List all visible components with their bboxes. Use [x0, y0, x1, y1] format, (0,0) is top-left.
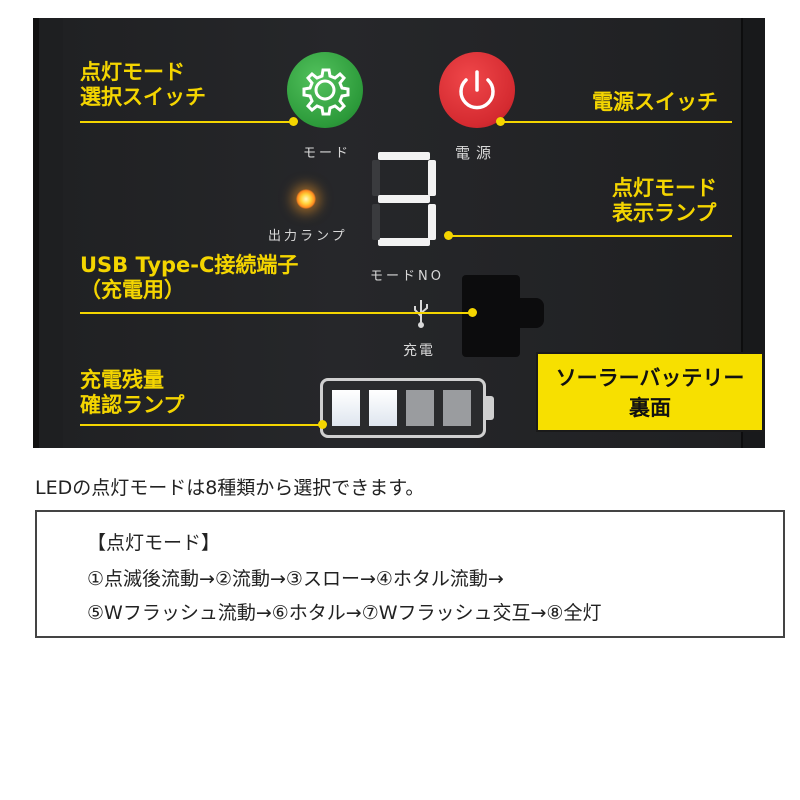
mode-display-label: 点灯モード表示ランプ: [612, 176, 717, 225]
segment-g: [378, 195, 430, 203]
segment-a: [378, 152, 430, 160]
power-switch-label: 電源スイッチ: [592, 90, 718, 114]
mode-display-leader: [448, 235, 732, 237]
panel-left-edge: [33, 18, 39, 448]
power-switch-leader-dot: [496, 117, 505, 126]
mode-select-button[interactable]: [287, 52, 363, 128]
charge-indicator-label: 充電残量確認ランプ: [80, 368, 185, 417]
mode-switch-leader-dot: [289, 117, 298, 126]
usb-port-label: USB Type-C接続端子（充電用）: [80, 253, 299, 302]
segment-c: [428, 204, 436, 240]
battery-cell-1: [332, 390, 360, 426]
lighting-modes-line-2: ⑤Wフラッシュ流動→⑥ホタル→⑦Wフラッシュ交互→⑧全灯: [87, 602, 602, 624]
solar-battery-back-callout: ソーラーバッテリー裏面: [536, 352, 764, 432]
battery-cell-2: [369, 390, 397, 426]
mode-no-print: モードNO: [370, 269, 444, 284]
battery-cell-3: [406, 390, 434, 426]
mode-number-display: [372, 152, 436, 246]
charge-level-indicator: [320, 378, 486, 438]
mode-switch-label: 点灯モード選択スイッチ: [80, 60, 206, 109]
battery-cell-4: [443, 390, 471, 426]
segment-b: [428, 160, 436, 196]
power-icon: [459, 70, 495, 110]
lighting-modes-box: 【点灯モード】 ①点滅後流動→②流動→③スロー→④ホタル流動→ ⑤Wフラッシュ流…: [35, 510, 785, 638]
power-switch-leader: [500, 121, 732, 123]
mode-print: モード: [303, 146, 352, 161]
caption-text: LEDの点灯モードは8種類から選択できます。: [35, 477, 425, 499]
lighting-modes-title: 【点灯モード】: [87, 532, 221, 554]
mode-display-leader-dot: [444, 231, 453, 240]
output-lamp-led: [296, 189, 316, 209]
battery-tip: [486, 396, 494, 420]
mode-switch-leader: [80, 121, 294, 123]
usb-port-leader-dot: [468, 308, 477, 317]
segment-f: [372, 160, 380, 196]
power-button[interactable]: [439, 52, 515, 128]
segment-e: [372, 204, 380, 240]
lighting-modes-line-1: ①点滅後流動→②流動→③スロー→④ホタル流動→: [87, 568, 504, 590]
usb-port-leader: [80, 312, 472, 314]
gear-icon: [302, 68, 350, 116]
charge-indicator-leader: [80, 424, 324, 426]
segment-d: [378, 238, 430, 246]
charge-indicator-leader-dot: [318, 420, 327, 429]
charge-print: 充電: [403, 343, 435, 359]
output-lamp-print: 出力ランプ: [268, 229, 348, 244]
power-print: 電源: [455, 144, 498, 162]
usb-port-cover: [510, 298, 544, 328]
